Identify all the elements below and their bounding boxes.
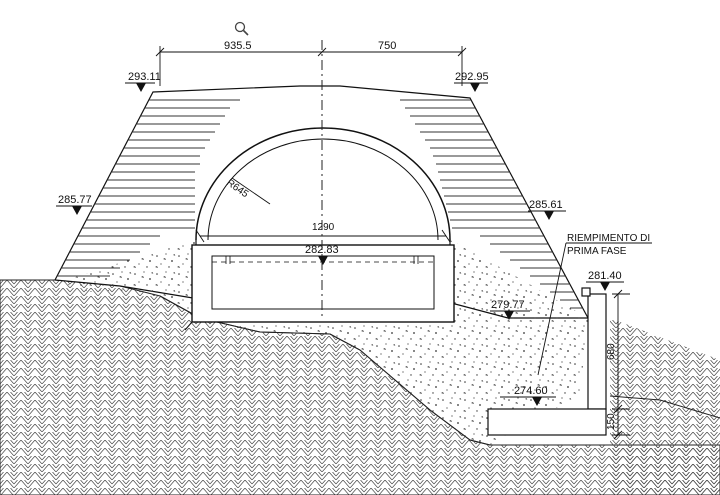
elevation-marker-footing: 274.60 <box>500 385 556 406</box>
note-line-1: RIEMPIMENTO DI <box>567 233 650 244</box>
elevation-marker-floor: 282.83 <box>304 244 340 265</box>
tunnel-base <box>184 244 455 331</box>
elevation-marker-top-left: 293.11 <box>125 71 161 92</box>
right-ground <box>610 318 720 495</box>
elevation-marker-right-base: 279.77 <box>490 299 530 320</box>
span-dimension <box>195 229 451 243</box>
top-dimension <box>155 46 467 86</box>
svg-text:292.95: 292.95 <box>455 71 489 83</box>
dim-top-left: 935.5 <box>224 40 252 52</box>
dim-top-right: 750 <box>378 40 396 52</box>
magnifier-icon[interactable] <box>234 21 249 36</box>
svg-text:285.61: 285.61 <box>529 199 563 211</box>
dim-footing-height: 150 <box>606 413 617 430</box>
svg-text:274.60: 274.60 <box>514 385 548 397</box>
dim-wall-height: 680 <box>606 343 617 360</box>
note-line-2: PRIMA FASE <box>567 246 627 257</box>
elevation-marker-right-wall-top: 281.40 <box>586 270 624 291</box>
elevation-marker-right-shoulder: 285.61 <box>528 199 566 220</box>
span-label: 1290 <box>312 222 335 233</box>
wall-dimension <box>612 289 630 440</box>
svg-text:282.83: 282.83 <box>305 244 339 256</box>
fill-note: RIEMPIMENTO DI PRIMA FASE <box>537 233 652 376</box>
svg-text:279.77: 279.77 <box>491 299 525 311</box>
retaining-wall <box>487 287 607 436</box>
svg-text:281.40: 281.40 <box>588 270 622 282</box>
elevation-marker-top-right: 292.95 <box>454 71 489 92</box>
tunnel-arch <box>195 127 451 245</box>
elevation-marker-left-shoulder: 285.77 <box>56 194 92 215</box>
svg-text:285.77: 285.77 <box>58 194 92 206</box>
svg-text:293.11: 293.11 <box>128 71 161 83</box>
